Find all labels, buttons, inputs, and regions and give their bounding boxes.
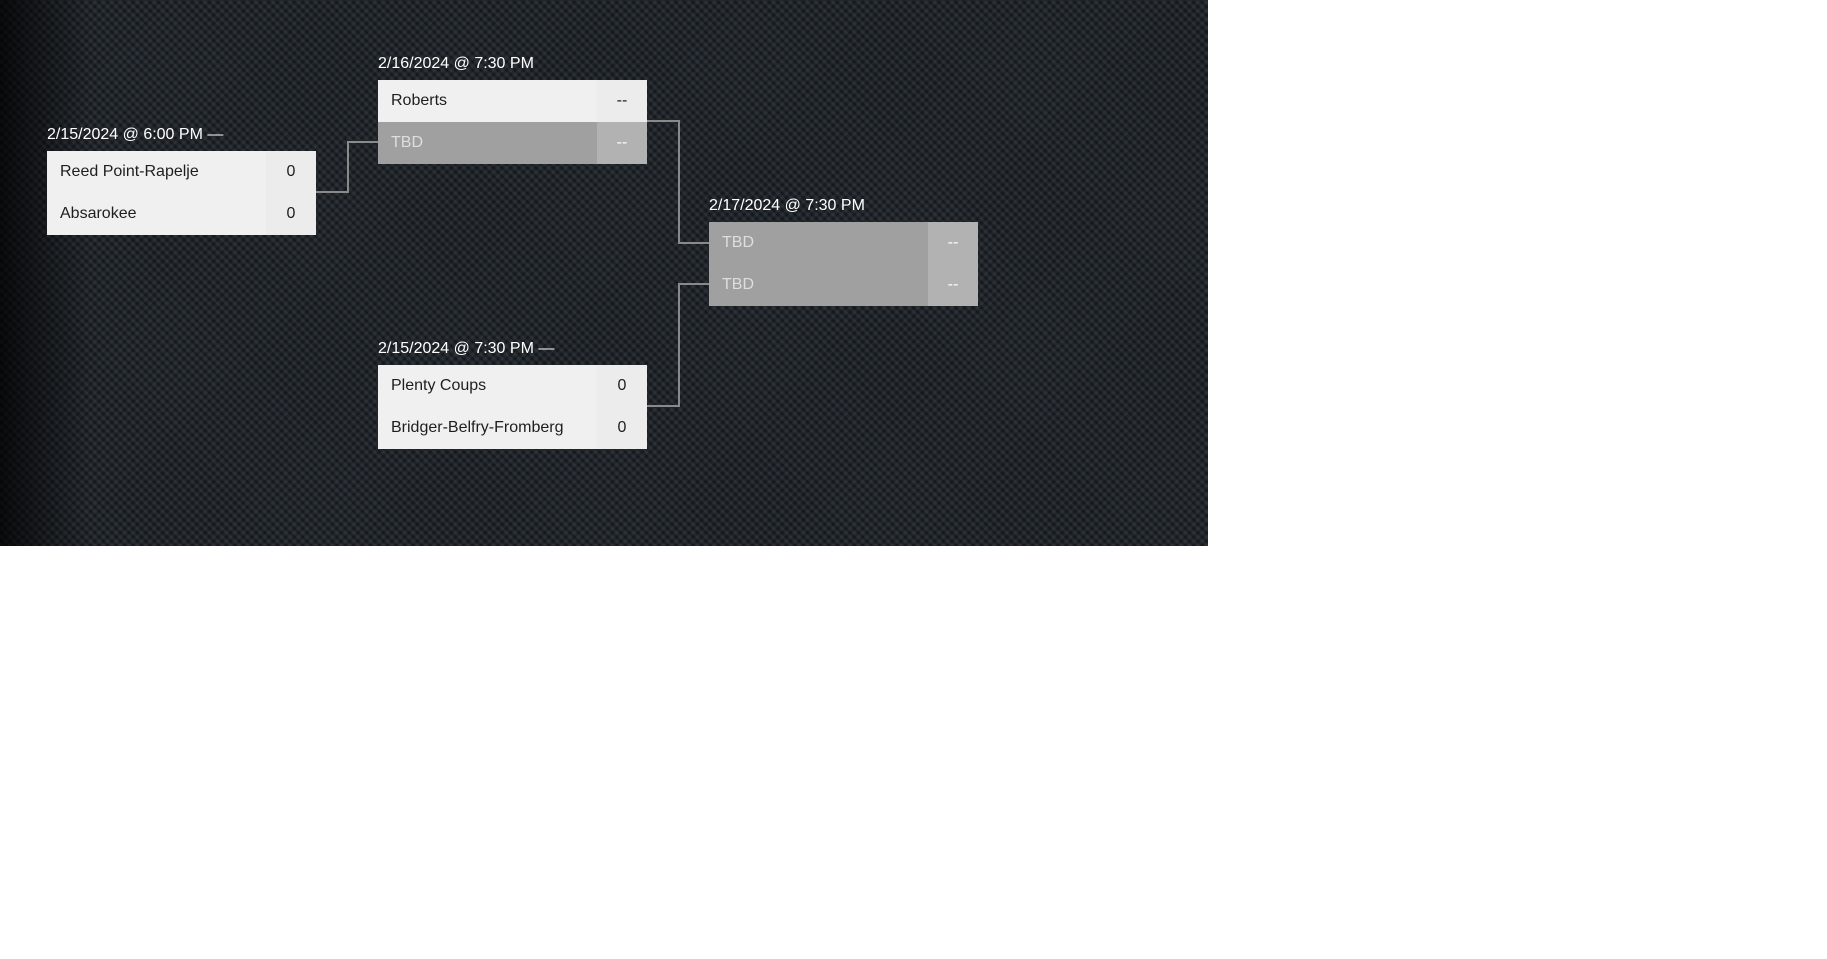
team-name: Absarokee — [60, 205, 137, 222]
match-date: 2/15/2024 @ 6:00 PM — — [47, 126, 224, 143]
connector-m3-to-m4 — [647, 283, 709, 407]
team-score: 0 — [266, 193, 316, 235]
team-row[interactable]: Reed Point-Rapelje 0 — [47, 151, 316, 193]
team-name: TBD — [722, 234, 754, 251]
match-card-first-round[interactable]: 2/15/2024 @ 6:00 PM — Reed Point-Rapelje… — [47, 126, 316, 235]
match-card-semifinal-top[interactable]: 2/16/2024 @ 7:30 PM Roberts -- TBD -- — [378, 55, 647, 164]
team-row[interactable]: Bridger-Belfry-Fromberg 0 — [378, 407, 647, 449]
match-date: 2/17/2024 @ 7:30 PM — [709, 197, 865, 214]
team-score: -- — [597, 80, 647, 122]
connector-m1-to-m2 — [316, 141, 378, 193]
team-row[interactable]: Roberts -- — [378, 80, 647, 122]
bracket-canvas: 2/15/2024 @ 6:00 PM — Reed Point-Rapelje… — [0, 0, 1208, 546]
match-card-final[interactable]: 2/17/2024 @ 7:30 PM TBD -- TBD -- — [709, 197, 978, 306]
bracket-connector-lines — [316, 120, 709, 407]
team-score: -- — [928, 264, 978, 306]
team-row[interactable]: Plenty Coups 0 — [378, 365, 647, 407]
match-card-semifinal-bottom[interactable]: 2/15/2024 @ 7:30 PM — Plenty Coups 0 Bri… — [378, 340, 647, 449]
team-row-tbd[interactable]: TBD -- — [709, 222, 978, 264]
match-date: 2/16/2024 @ 7:30 PM — [378, 55, 534, 72]
match-date: 2/15/2024 @ 7:30 PM — — [378, 340, 555, 357]
connector-m2-to-m4 — [647, 120, 709, 244]
team-name: TBD — [722, 276, 754, 293]
team-score: 0 — [597, 365, 647, 407]
team-row-tbd[interactable]: TBD -- — [709, 264, 978, 306]
team-row[interactable]: Absarokee 0 — [47, 193, 316, 235]
team-row-tbd[interactable]: TBD -- — [378, 122, 647, 164]
team-score: 0 — [597, 407, 647, 449]
team-score: 0 — [266, 151, 316, 193]
team-name: TBD — [391, 134, 423, 151]
team-name: Bridger-Belfry-Fromberg — [391, 419, 564, 436]
team-score: -- — [597, 122, 647, 164]
team-name: Roberts — [391, 92, 448, 109]
team-name: Plenty Coups — [391, 377, 487, 394]
team-score: -- — [928, 222, 978, 264]
team-name: Reed Point-Rapelje — [60, 163, 199, 180]
